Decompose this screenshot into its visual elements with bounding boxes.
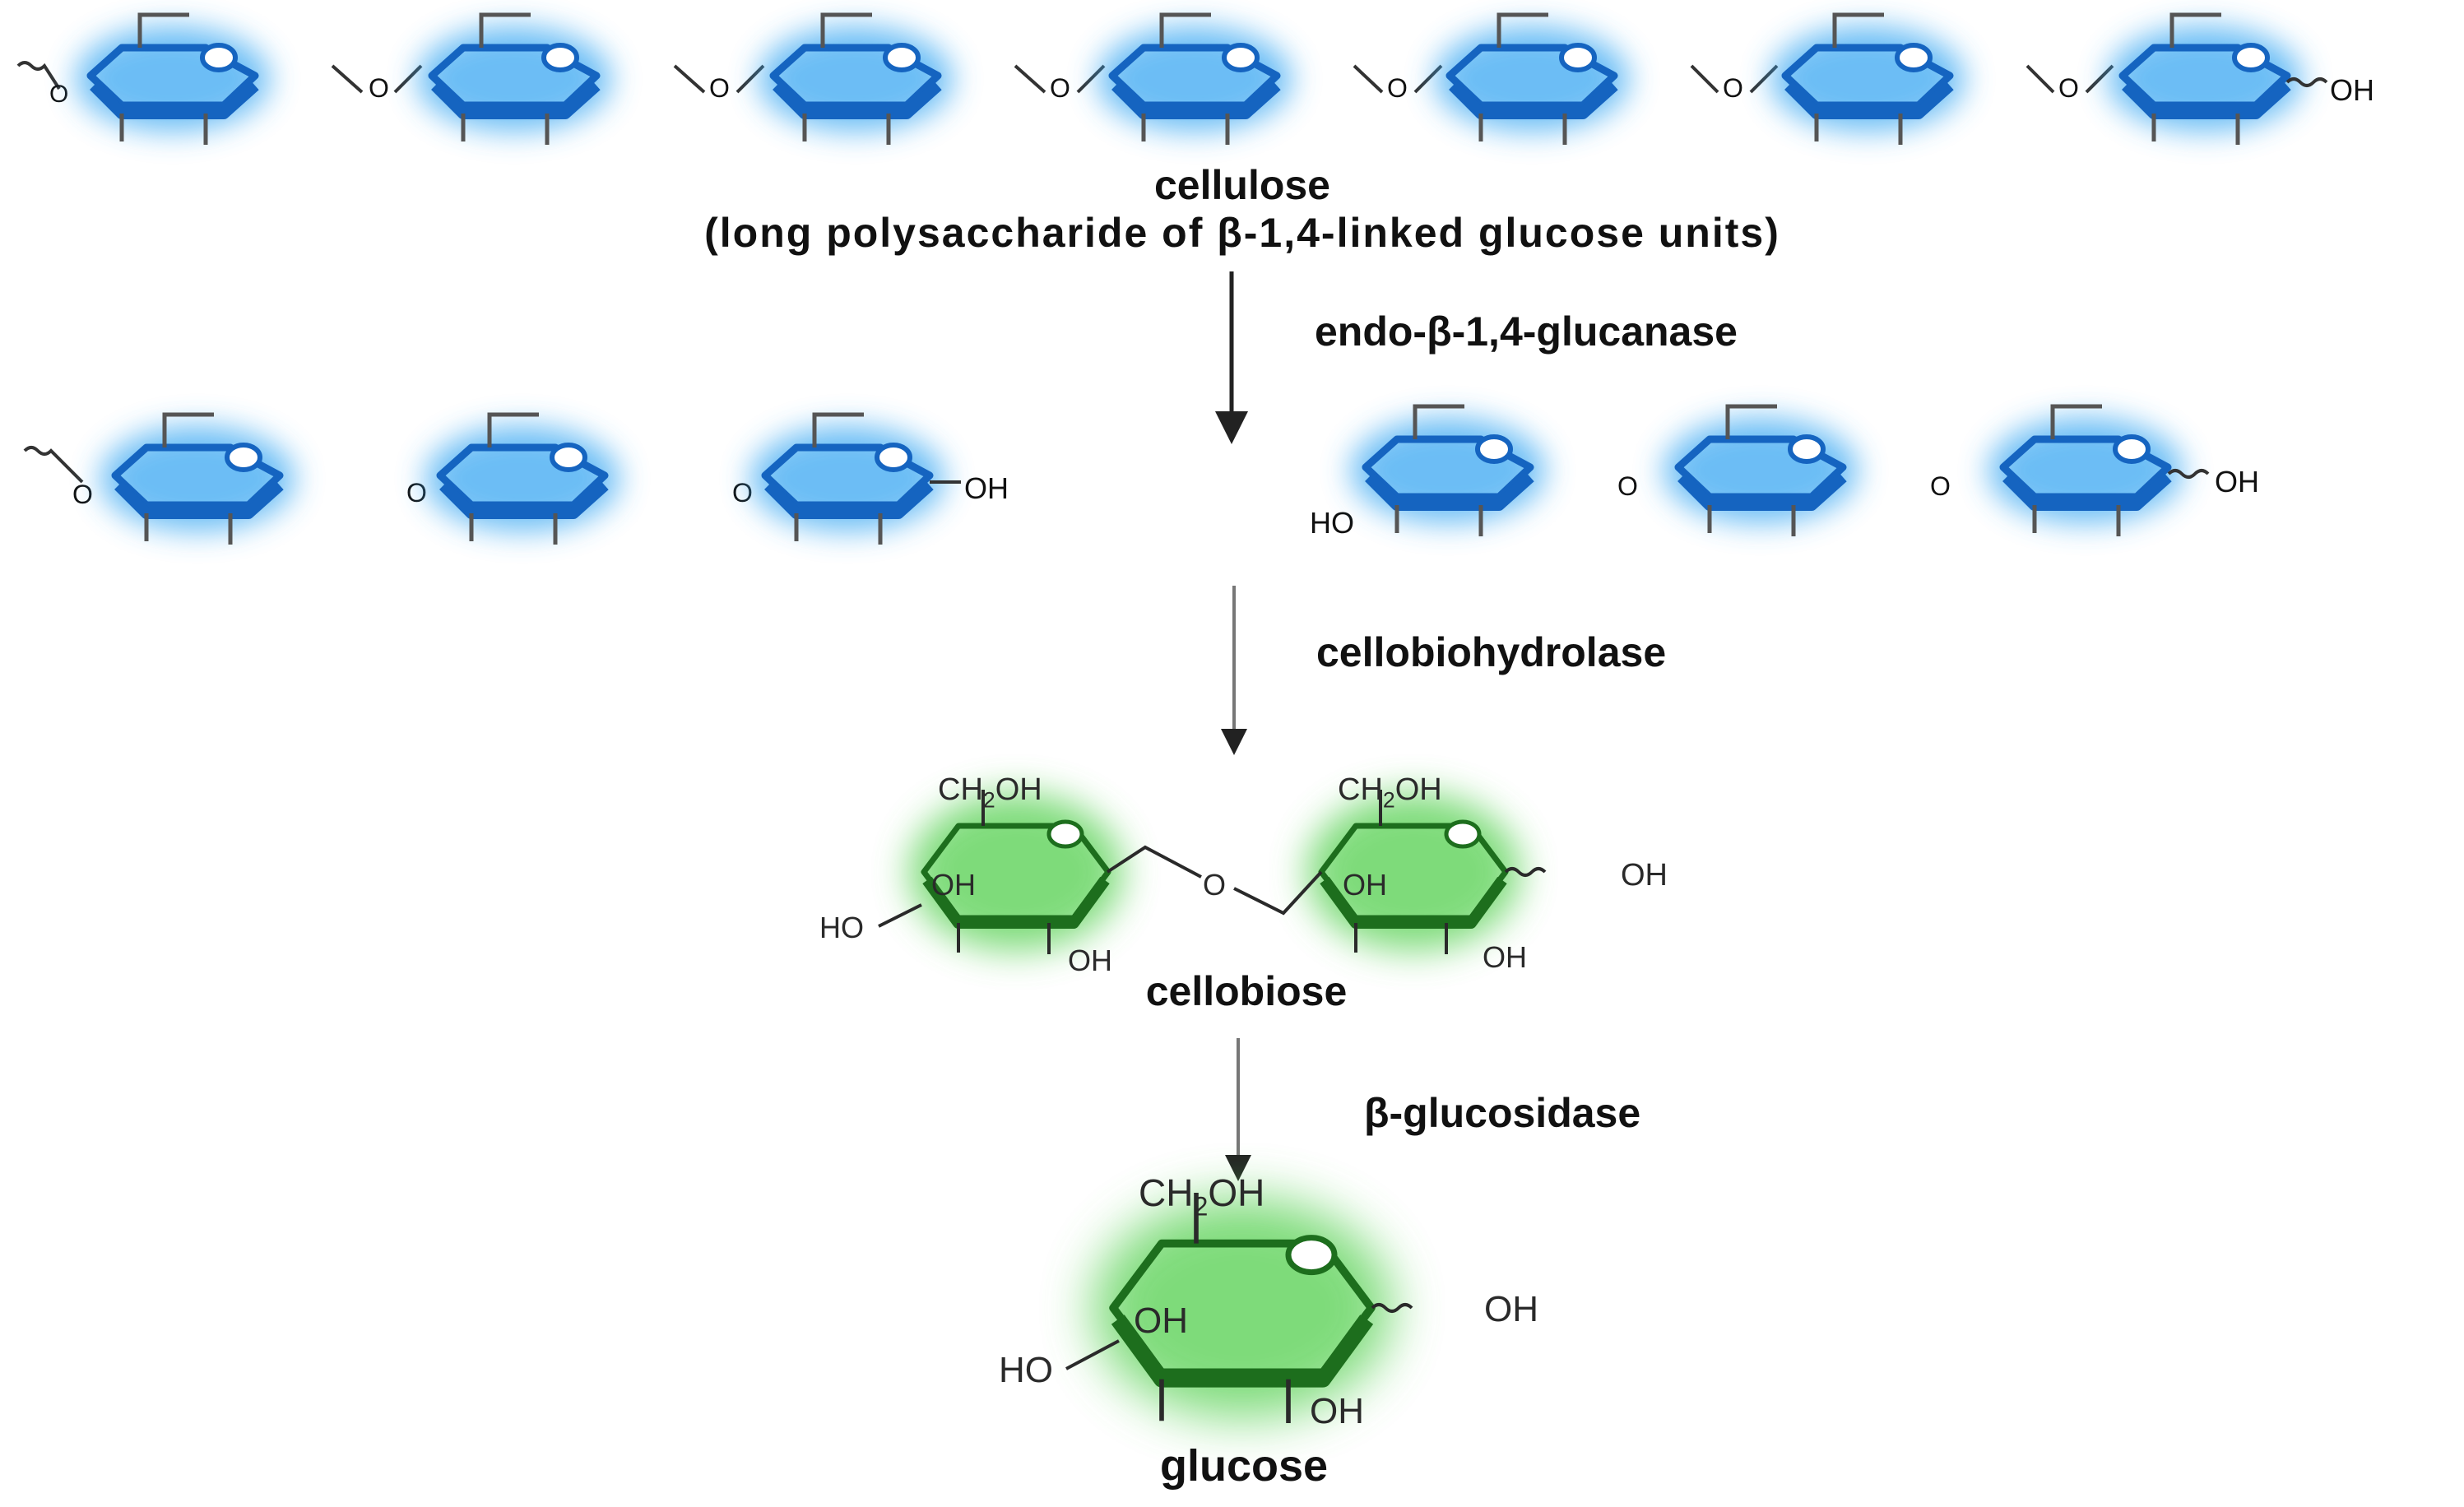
cellulose-linker-2: O (709, 73, 730, 103)
wavy-bond-icon (23, 446, 84, 484)
wavy-bond-icon (16, 61, 61, 90)
glucose-name: glucose (1160, 1441, 1328, 1491)
svg-text:O: O (1930, 471, 1951, 501)
cellulose-linker-6: O (2058, 73, 2079, 103)
cellulose-ring-2 (417, 15, 611, 145)
glucose-structure: CH2OH HO OH OH OH (999, 1171, 1538, 1431)
glucose-ho: HO (999, 1350, 1053, 1390)
cellulose-oh-end: OH (2330, 73, 2374, 107)
fragment-right-ring-2 (1664, 406, 1858, 536)
fragment-right-oh: OH (2215, 465, 2259, 498)
cellulose-linker-4: O (1387, 73, 1408, 103)
glucose-oh-c3: OH (1134, 1301, 1188, 1341)
cellulose-linker-1: O (369, 73, 389, 103)
cellulose-fragment-right: HO O O OH (1310, 406, 2259, 540)
cellulose-ring-1 (76, 15, 270, 145)
svg-text:O: O (1617, 471, 1638, 501)
wavy-bond-icon (1371, 1303, 1413, 1313)
cellobiose-oh-ring1-b: OH (1068, 944, 1112, 977)
glucose-oh-anomeric: OH (1484, 1289, 1538, 1329)
fragment-left-ring-3 (750, 415, 944, 545)
cellulose-ring-7 (2108, 15, 2302, 145)
cellulose-linker-3: O (1050, 73, 1070, 103)
wavy-bond-icon (2285, 77, 2328, 87)
wavy-bond-icon (1504, 867, 1547, 877)
cellulose-chain: O O O O O O O OH (16, 15, 2374, 145)
cellulose-ring-4 (1097, 15, 1292, 145)
cellobiose-ch2oh-1: CH2OH (938, 772, 1042, 813)
cellulose-name: cellulose (1154, 162, 1330, 208)
cellobiose-structure: CH2OH CH2OH HO OH OH O OH OH OH (819, 772, 1668, 977)
svg-text:O: O (732, 478, 753, 508)
glucose-oh-c2: OH (1310, 1391, 1364, 1431)
cellobiose-oh-ring2-b: OH (1483, 940, 1527, 974)
cellulose-o-start: O (49, 81, 68, 108)
cellobiose-linker-o: O (1203, 868, 1226, 902)
svg-text:O: O (72, 480, 93, 509)
wavy-bond-icon (2167, 469, 2210, 479)
enzyme-beta-glucosidase: β-glucosidase (1364, 1090, 1640, 1136)
glucose-ch2oh: CH2OH (1139, 1171, 1264, 1222)
fragment-right-ring-1 (1351, 406, 1545, 536)
cellulose-ring-5 (1435, 15, 1629, 145)
fragment-right-ho: HO (1310, 506, 1354, 540)
enzyme-cellobiohydrolase: cellobiohydrolase (1316, 629, 1666, 675)
cellobiose-oh-anomeric: OH (1621, 858, 1668, 893)
cellobiose-oh-ring1-a: OH (931, 868, 976, 902)
fragment-right-ring-3 (1988, 406, 2183, 536)
cellobiose-oh-ring2-a: OH (1343, 868, 1387, 902)
cellobiose-ring-2 (1306, 790, 1520, 954)
cellobiose-name: cellobiose (1146, 968, 1348, 1014)
fragment-left-ring-2 (425, 415, 619, 545)
cellulose-description: (long polysaccharide of β-1,4-linked glu… (704, 210, 1780, 256)
cellulose-linker-5: O (1723, 73, 1743, 103)
fragment-left-oh: OH (964, 471, 1009, 505)
svg-text:O: O (406, 478, 427, 508)
enzyme-endoglucanase: endo-β-1,4-glucanase (1315, 308, 1738, 355)
cellulose-fragment-left: O O O OH (23, 415, 1009, 545)
cellulose-ring-6 (1770, 15, 1965, 145)
cellobiose-ch2oh-2: CH2OH (1338, 772, 1442, 813)
cellobiose-ho: HO (819, 911, 864, 944)
fragment-left-ring-1 (100, 415, 295, 545)
cellulose-ring-3 (759, 15, 953, 145)
